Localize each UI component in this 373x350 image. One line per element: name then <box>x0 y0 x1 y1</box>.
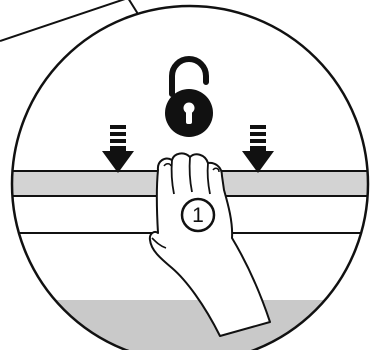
step-badge: 1 <box>182 199 214 231</box>
step-number: 1 <box>192 204 204 227</box>
